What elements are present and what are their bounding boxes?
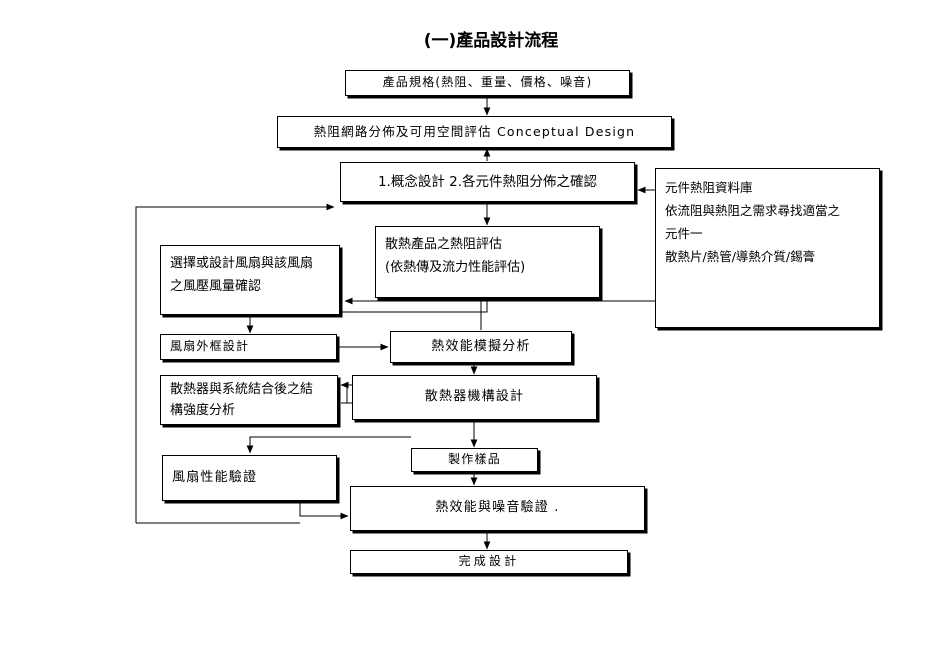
node-structural-strength: 散熱器與系統結合後之結 構強度分析 — [160, 375, 338, 425]
page-title: (一)產品設計流程 — [423, 31, 559, 51]
node-thermal-simulation: 熱效能模擬分析 — [390, 331, 572, 363]
node-conceptual: 熱阻網路分佈及可用空間評估 Conceptual Design — [277, 116, 672, 148]
node-heatsink-mechanism: 散熱器機構設計 — [352, 375, 597, 420]
node-fan-frame-design: 風扇外框設計 — [160, 334, 337, 360]
node-fan-performance-verify: 風扇性能驗證 — [162, 455, 337, 501]
node-spec: 產品規格(熱阻、重量、價格、噪音) — [345, 70, 630, 96]
node-concept-confirm: 1.概念設計 2.各元件熱阻分佈之確認 — [340, 162, 635, 202]
edge-eval-left-run — [340, 298, 488, 313]
node-make-sample: 製作樣品 — [411, 448, 538, 472]
node-product-thermal-eval: 散熱產品之熱阻評估 (依熱傳及流力性能評估) — [375, 226, 600, 298]
edge-sample-to-fanverify — [246, 436, 411, 454]
edge-fanverify-to-verify — [299, 501, 349, 520]
node-design-complete: 完成設計 — [350, 550, 628, 574]
node-component-db: 元件熱阻資料庫 依流阻與熱阻之需求尋找適當之 元件一 散熱片/熱管/導熱介質/錫… — [655, 168, 880, 328]
node-thermal-noise-verify: 熱效能與噪音驗證 . — [350, 486, 645, 531]
node-fan-select: 選擇或設計風扇與該風扇 之風壓風量確認 — [160, 245, 340, 315]
